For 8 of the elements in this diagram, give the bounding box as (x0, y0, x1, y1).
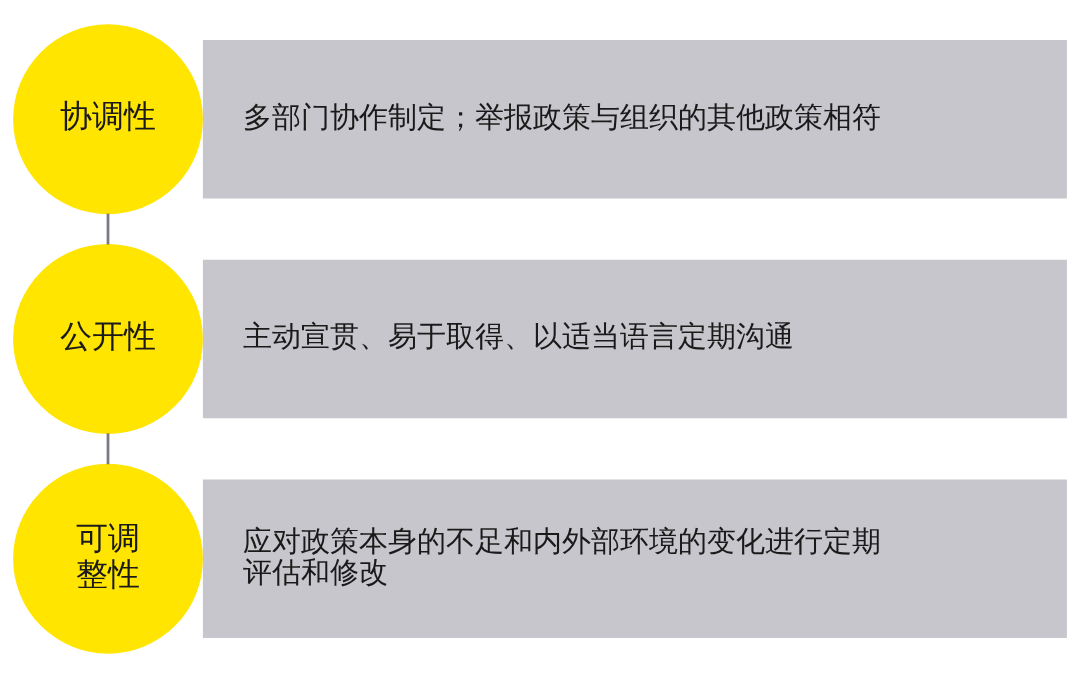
node-circle: 公开性 (13, 243, 203, 434)
connector (106, 432, 110, 464)
node-circle: 可调整性 (13, 463, 203, 654)
node-box: 主动宣贯、易于取得、以适当语言定期沟通 (202, 259, 1067, 418)
node-box: 应对政策本身的不足和内外部环境的变化进行定期评估和修改 (202, 478, 1067, 638)
node-circle: 协调性 (13, 23, 203, 214)
connector (106, 213, 110, 244)
node-box: 多部门协作制定；举报政策与组织的其他政策相符 (202, 39, 1067, 199)
